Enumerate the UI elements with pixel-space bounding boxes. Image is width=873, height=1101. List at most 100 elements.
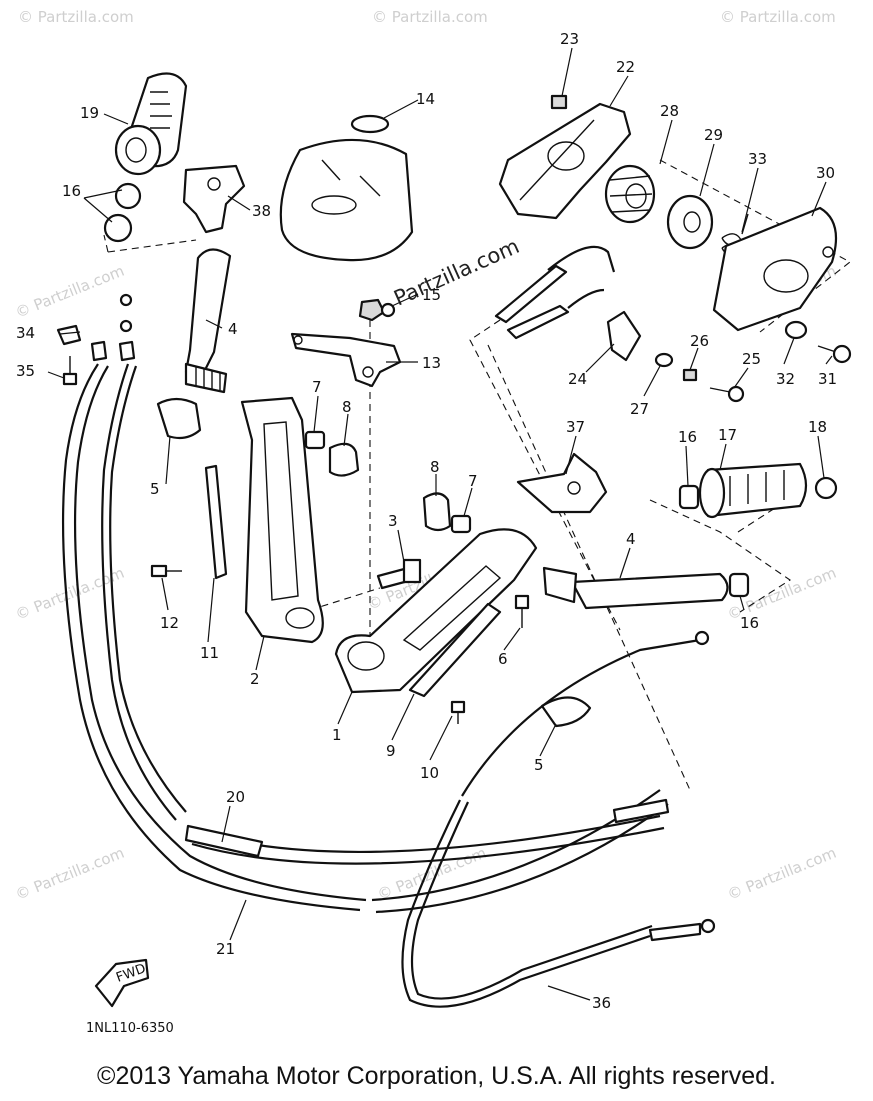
callout-17: 17 <box>718 426 737 444</box>
callout-10: 10 <box>420 764 439 782</box>
callout-4-b: 4 <box>626 530 636 548</box>
part-7-collar-upper <box>304 430 326 450</box>
part-34-clip <box>56 324 82 346</box>
part-26-nut <box>682 368 698 382</box>
part-28-pulley <box>604 164 656 224</box>
callout-7-b: 7 <box>468 472 478 490</box>
fwd-arrow: FWD <box>94 958 150 1008</box>
part-2-bracket <box>240 396 324 644</box>
part-8-cap-upper <box>328 442 360 477</box>
part-12-screw <box>150 564 182 578</box>
part-17-grip <box>698 462 808 519</box>
callout-11: 11 <box>200 644 219 662</box>
callout-4-a: 4 <box>228 320 238 338</box>
watermark-11: © Partzilla.com <box>725 844 839 904</box>
part-19-grip <box>114 72 188 176</box>
callout-24: 24 <box>568 370 587 388</box>
part-38-holder <box>182 164 246 234</box>
part-4-throttle-tube-left <box>184 248 232 394</box>
part-9-cover <box>408 602 502 698</box>
callout-9: 9 <box>386 742 396 760</box>
callout-8-a: 8 <box>342 398 352 416</box>
callout-5-b: 5 <box>534 756 544 774</box>
callout-20: 20 <box>226 788 245 806</box>
watermark-6: © Partzilla.com <box>13 564 127 624</box>
callout-15: 15 <box>422 286 441 304</box>
part-7-collar-lower <box>450 514 472 534</box>
callout-36: 36 <box>592 994 611 1012</box>
part-23-nut <box>550 94 568 110</box>
callout-27: 27 <box>630 400 649 418</box>
leader-lines <box>47 47 833 1001</box>
watermark-9: © Partzilla.com <box>13 844 127 904</box>
callout-35: 35 <box>16 362 35 380</box>
callout-21: 21 <box>216 940 235 958</box>
callout-12: 12 <box>160 614 179 632</box>
callout-31: 31 <box>818 370 837 388</box>
part-20-cable <box>101 363 665 865</box>
center-watermark: Partzilla.com <box>390 234 523 311</box>
callout-5-a: 5 <box>150 480 160 498</box>
callout-37: 37 <box>566 418 585 436</box>
callout-16-b: 16 <box>678 428 697 446</box>
callout-numbers: 19 16 14 38 23 22 28 29 33 30 15 4 13 34… <box>16 30 837 1012</box>
callout-34: 34 <box>16 324 35 342</box>
callout-38: 38 <box>252 202 271 220</box>
callout-33: 33 <box>748 150 767 168</box>
part-31-screw <box>817 344 852 364</box>
part-25-screw <box>709 385 745 403</box>
callout-32: 32 <box>776 370 795 388</box>
part-4-throttle-tube-right <box>542 566 729 610</box>
part-30-cover <box>712 206 838 332</box>
part-6-screw <box>514 594 530 628</box>
callout-23: 23 <box>560 30 579 48</box>
sensor-cable <box>494 245 616 340</box>
callout-28: 28 <box>660 102 679 120</box>
part-11-plate <box>204 464 228 580</box>
part-5-cap-left <box>156 397 202 440</box>
callout-8-b: 8 <box>430 458 440 476</box>
callout-14: 14 <box>416 90 435 108</box>
part-14-cover <box>279 114 414 262</box>
part-36-cable <box>401 630 716 1008</box>
part-24-bracket <box>606 310 642 362</box>
part-16-weight-right <box>728 572 750 598</box>
part-1-lever <box>334 528 538 694</box>
callout-3: 3 <box>388 512 398 530</box>
callout-19: 19 <box>80 104 99 122</box>
part-3-bolt <box>376 558 422 590</box>
part-5-cap-right <box>540 696 592 728</box>
part-10-screw <box>450 700 466 724</box>
callout-29: 29 <box>704 126 723 144</box>
watermark-10: © Partzilla.com <box>375 844 489 904</box>
callout-7-a: 7 <box>312 378 322 396</box>
callout-22: 22 <box>616 58 635 76</box>
callout-16-a: 16 <box>62 182 81 200</box>
callout-30: 30 <box>816 164 835 182</box>
part-8-cap-lower <box>422 492 452 532</box>
callout-2: 2 <box>250 670 260 688</box>
callout-13: 13 <box>422 354 441 372</box>
part-32-washer <box>784 320 808 340</box>
watermark-3: © Partzilla.com <box>720 8 836 26</box>
diagram-code: 1NL110-6350 <box>86 1021 174 1036</box>
copyright-notice: ©2013 Yamaha Motor Corporation, U.S.A. A… <box>97 1062 776 1090</box>
watermark-4: © Partzilla.com <box>13 262 127 322</box>
part-37-housing <box>516 452 608 514</box>
callout-18: 18 <box>808 418 827 436</box>
part-27-washer <box>654 352 674 368</box>
left-cable-ends <box>90 293 136 362</box>
part-35-screw <box>62 356 78 386</box>
part-29-plate <box>666 194 714 250</box>
part-13-clamp <box>290 298 402 388</box>
part-16-weight-grip-right <box>678 484 700 510</box>
callout-1: 1 <box>332 726 342 744</box>
part-22-housing <box>498 102 632 220</box>
callout-6: 6 <box>498 650 508 668</box>
callout-26: 26 <box>690 332 709 350</box>
watermark-1: © Partzilla.com <box>18 8 134 26</box>
part-18-end <box>814 476 838 500</box>
watermark-2: © Partzilla.com <box>372 8 488 26</box>
callout-25: 25 <box>742 350 761 368</box>
